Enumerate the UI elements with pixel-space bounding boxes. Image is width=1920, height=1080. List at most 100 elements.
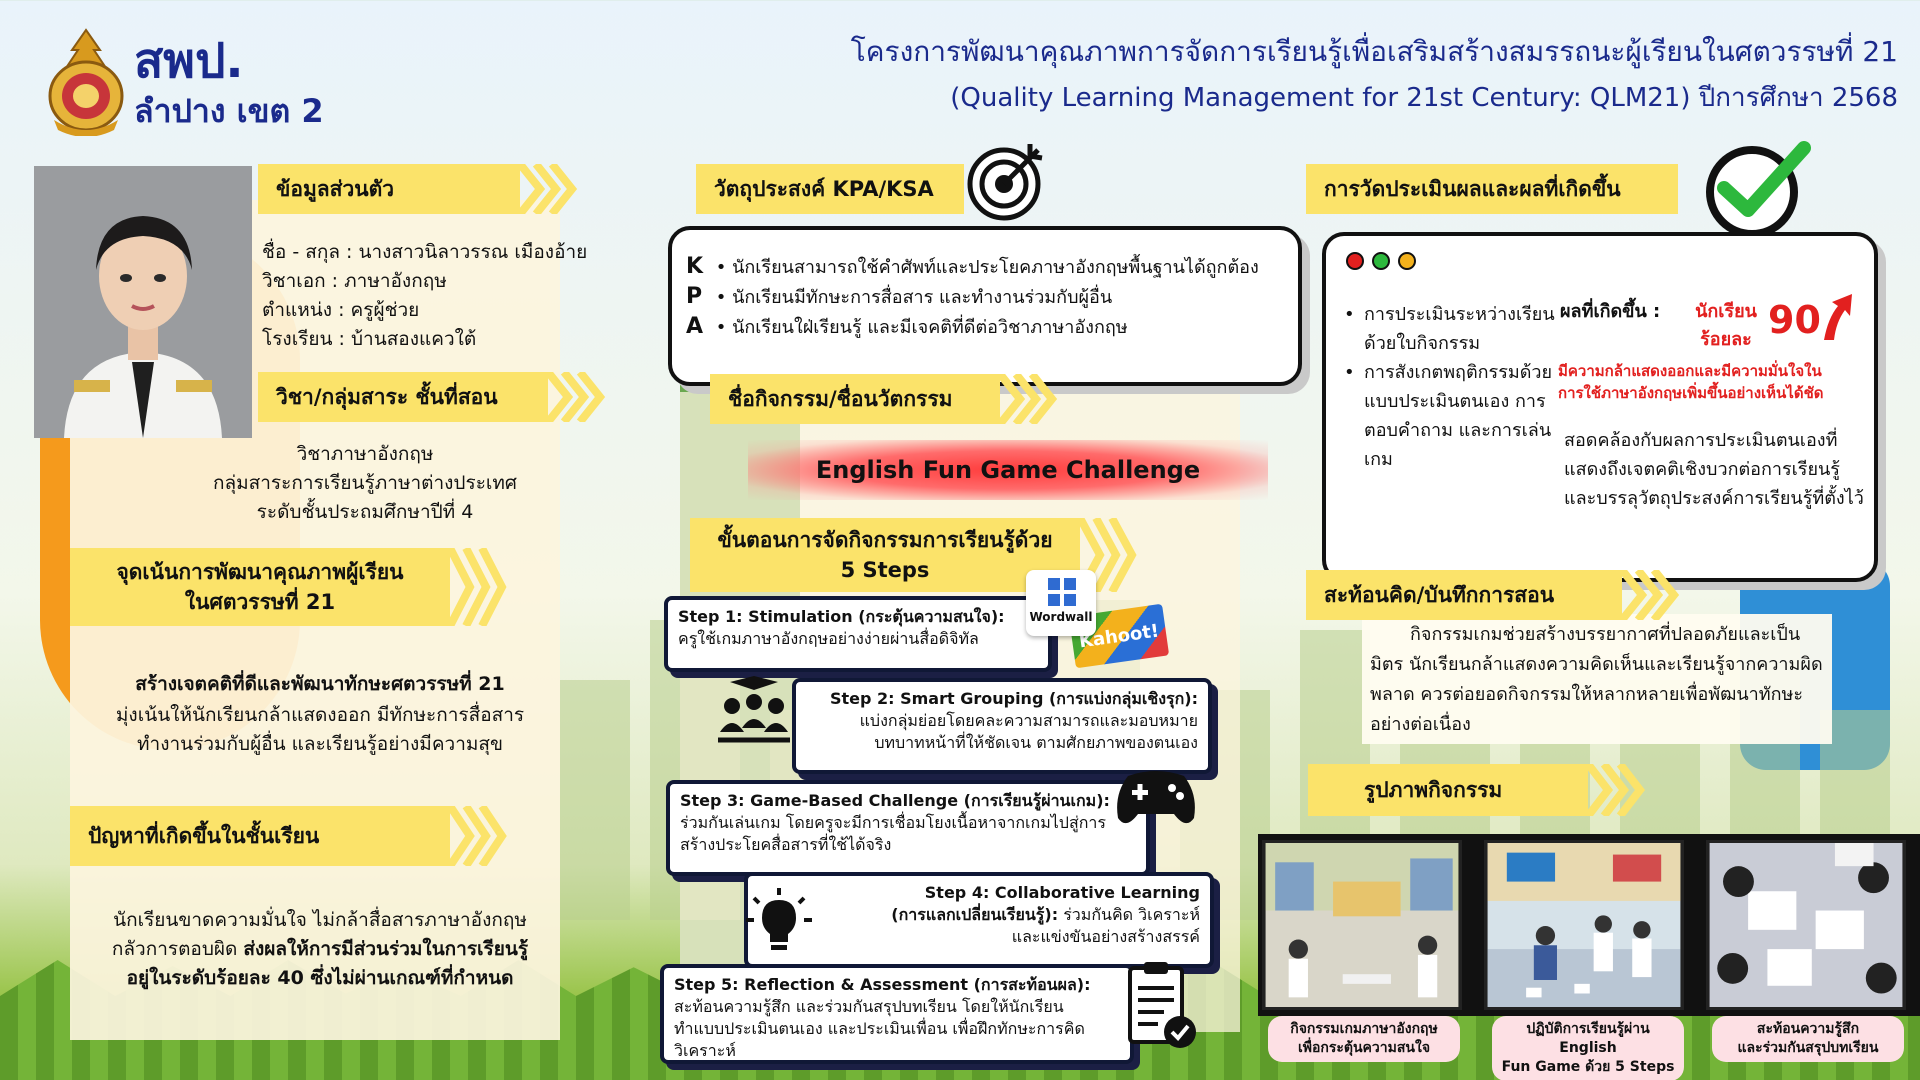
step-5-title: Step 5: Reflection & Assessment (การสะท้…	[674, 975, 1091, 994]
objective-a-letter: A	[686, 314, 704, 339]
photos-heading: รูปภาพกิจกรรม	[1308, 764, 1646, 816]
problem-line3: อยู่ในระดับร้อยละ 40 ซึ่งไม่ผ่านเกณฑ์ที่…	[126, 967, 514, 989]
personal-info-heading-text: ข้อมูลส่วนตัว	[276, 176, 395, 201]
step-3-desc-line2: สร้างประโยคสื่อสารที่ใช้ได้จริง	[680, 835, 892, 854]
objective-p-letter: P	[686, 284, 703, 309]
photo-caption-3-line2: และร่วมกันสรุปบทเรียน	[1737, 1040, 1879, 1056]
chevron-right-icon	[450, 548, 507, 626]
problem-line2-bold: ส่งผลให้การมีส่วนร่วมในการเรียนรู้	[243, 938, 529, 960]
steps-heading-line2: 5 Steps	[840, 558, 930, 582]
evaluation-heading: การวัดประเมินผลและผลที่เกิดขึ้น	[1306, 164, 1678, 214]
problem-line1: นักเรียนขาดความมั่นใจ ไม่กล้าสื่อสารภาษา…	[113, 909, 527, 931]
objective-p-text: นักเรียนมีทักษะการสื่อสาร และทำงานร่วมกั…	[732, 287, 1113, 308]
activity-name-banner: English Fun Game Challenge	[748, 440, 1268, 500]
photo-caption-2-line2: Fun Game ด้วย 5 Steps	[1501, 1059, 1675, 1075]
evaluation-method-1: การประเมินระหว่างเรียนด้วยใบกิจกรรม	[1340, 300, 1560, 358]
teacher-portrait	[34, 166, 252, 438]
photo-caption-3: สะท้อนความรู้สึก และร่วมกันสรุปบทเรียน	[1712, 1016, 1904, 1062]
evaluation-heading-text: การวัดประเมินผลและผลที่เกิดขึ้น	[1324, 176, 1621, 201]
step-2-card: Step 2: Smart Grouping (การแบ่งกลุ่มเชิง…	[792, 678, 1212, 774]
step-1-title: Step 1: Stimulation (กระตุ้นความสนใจ):	[678, 607, 1005, 626]
step-5-desc-line1: สะท้อนความรู้สึก และร่วมกันสรุปบทเรียน โ…	[674, 997, 1064, 1016]
window-dot-yellow-icon	[1398, 252, 1416, 270]
personal-info-heading: ข้อมูลส่วนตัว	[258, 164, 578, 214]
lightbulb-idea-icon	[746, 888, 812, 950]
objectives-heading: วัตถุประสงค์ KPA/KSA	[696, 164, 964, 214]
photo-caption-2-line1: ปฏิบัติการเรียนรู้ผ่าน English	[1526, 1021, 1650, 1056]
arrow-up-icon	[1824, 294, 1852, 340]
step-3-desc-line1: ร่วมกันเล่นเกม โดยครูจะมีการเชื่อมโยงเนื…	[680, 813, 1106, 832]
result-red-line2: การใช้ภาษาอังกฤษเพิ่มขึ้นอย่างเห็นได้ชัด	[1558, 384, 1824, 402]
step-2-title: Step 2: Smart Grouping (การแบ่งกลุ่มเชิง…	[829, 689, 1198, 708]
subject-line1: วิชาภาษาอังกฤษ	[296, 443, 434, 465]
personal-major: วิชาเอก : ภาษาอังกฤษ	[262, 270, 447, 292]
objective-k: K • นักเรียนสามารถใช้คำศัพท์และประโยคภาษ…	[686, 254, 1259, 279]
focus-heading: จุดเน้นการพัฒนาคุณภาพผู้เรียน ในศตวรรษที…	[70, 548, 507, 626]
wordwall-logo-text: Wordwall	[1029, 610, 1093, 624]
steps-heading-line1: ขั้นตอนการจัดกิจกรรมการเรียนรู้ด้วย	[717, 528, 1053, 552]
step-5-desc-line2: ทำแบบประเมินตนเอง และประเมินเพื่อน เพื่อ…	[674, 1019, 1085, 1060]
chevron-right-icon	[1588, 764, 1646, 816]
evaluation-methods: การประเมินระหว่างเรียนด้วยใบกิจกรรม การส…	[1340, 300, 1560, 474]
obec-emblem-icon	[48, 28, 124, 136]
group-learning-icon	[718, 676, 790, 743]
clipboard-assessment-icon	[1128, 962, 1196, 1048]
activity-heading: ชื่อกิจกรรม/ชื่อนวัตกรรม	[710, 374, 1058, 424]
window-dot-green-icon	[1372, 252, 1390, 270]
steps-heading: ขั้นตอนการจัดกิจกรรมการเรียนรู้ด้วย 5 St…	[690, 518, 1137, 592]
step-4-desc-part1: ร่วมกันคิด วิเคราะห์	[1058, 905, 1200, 924]
subject-line3: ระดับชั้นประถมศึกษาปีที่ 4	[256, 501, 474, 523]
focus-line1: มุ่งเน้นให้นักเรียนกล้าแสดงออก มีทักษะกา…	[115, 704, 525, 726]
personal-school: โรงเรียน : บ้านสองแควใต้	[262, 328, 477, 350]
wordwall-grid-icon	[1048, 578, 1076, 606]
subject-heading-text: วิชา/กลุ่มสาระ ชั้นที่สอน	[276, 384, 498, 409]
result-label: ผลที่เกิดขึ้น :	[1560, 301, 1661, 322]
problem-heading: ปัญหาที่เกิดขึ้นในชั้นเรียน	[70, 806, 507, 866]
result-red-text: มีความกล้าแสดงออกและมีความมั่นใจใน การใช…	[1558, 360, 1874, 404]
focus-bold: สร้างเจตคติที่ดีและพัฒนาทักษะศตวรรษที่ 2…	[135, 673, 505, 695]
photo-caption-1: กิจกรรมเกมภาษาอังกฤษ เพื่อกระตุ้นความสนใ…	[1268, 1016, 1460, 1062]
objective-p: P • นักเรียนมีทักษะการสื่อสาร และทำงานร่…	[686, 284, 1113, 309]
problem-line2: กลัวการตอบผิด ส่งผลให้การมีส่วนร่วมในการ…	[80, 935, 560, 964]
step-5-card: Step 5: Reflection & Assessment (การสะท้…	[660, 964, 1134, 1064]
wordwall-logo: Wordwall	[1026, 570, 1096, 636]
personal-position: ตำแหน่ง : ครูผู้ช่วย	[262, 299, 420, 321]
reflection-text: กิจกรรมเกมช่วยสร้างบรรยากาศที่ปลอดภัยและ…	[1370, 624, 1823, 735]
window-dot-red-icon	[1346, 252, 1364, 270]
photo-caption-1-line2: เพื่อกระตุ้นความสนใจ	[1297, 1040, 1431, 1056]
reflection-heading: สะท้อนคิด/บันทึกการสอน	[1306, 570, 1680, 620]
game-controller-icon	[1117, 771, 1195, 824]
target-icon	[967, 144, 1043, 221]
result-red-line1: มีความกล้าแสดงออกและมีความมั่นใจใน	[1558, 362, 1822, 380]
personal-name: ชื่อ - สกุล : นางสาวนิลาวรรณ เมืองอ้าย	[262, 241, 588, 263]
chevron-right-icon	[450, 806, 507, 866]
result-percent-label: ร้อยละ	[1700, 329, 1752, 350]
objective-k-letter: K	[686, 254, 704, 279]
step-3-card: Step 3: Game-Based Challenge (การเรียนรู…	[666, 780, 1150, 876]
logo-org-name: สพป.	[134, 33, 244, 89]
photos-heading-text: รูปภาพกิจกรรม	[1364, 777, 1503, 802]
chevron-right-icon	[1622, 570, 1680, 620]
chevron-right-icon	[520, 164, 578, 214]
objective-a: A • นักเรียนใฝ่เรียนรู้ และมีเจคติที่ดีต…	[686, 314, 1128, 339]
project-title-line2: (Quality Learning Management for 21st Ce…	[950, 83, 1898, 113]
result-value: 90	[1768, 298, 1821, 342]
focus-line2: ทำงานร่วมกับผู้อื่น และเรียนรู้อย่างมีคว…	[137, 733, 503, 755]
step-1-card: Step 1: Stimulation (กระตุ้นความสนใจ): ค…	[664, 596, 1052, 672]
step-2-desc-line2: บทบาทหน้าที่ให้ชัดเจน ตามศักยภาพของตนเอง	[874, 733, 1198, 752]
logo-area-name: ลำปาง เขต 2	[134, 92, 324, 130]
problem-line2-plain: กลัวการตอบผิด	[111, 938, 244, 960]
subject-heading: วิชา/กลุ่มสาระ ชั้นที่สอน	[258, 372, 606, 422]
objectives-heading-text: วัตถุประสงค์ KPA/KSA	[714, 176, 934, 201]
chevron-right-icon	[1000, 374, 1058, 424]
activity-name-text: English Fun Game Challenge	[815, 456, 1201, 484]
objectives-list: K • นักเรียนสามารถใช้คำศัพท์และประโยคภาษ…	[686, 252, 1259, 342]
objective-k-text: นักเรียนสามารถใช้คำศัพท์และประโยคภาษาอัง…	[732, 257, 1259, 278]
activity-photo-2	[1484, 840, 1684, 1010]
step-4-desc-line1: (การแลกเปลี่ยนเรียนรู้): ร่วมกันคิด วิเค…	[758, 904, 1200, 926]
problem-heading-text: ปัญหาที่เกิดขึ้นในชั้นเรียน	[88, 823, 320, 848]
evaluation-method-2: การสังเกตพฤติกรรมด้วยแบบประเมินตนเอง การ…	[1340, 358, 1560, 474]
focus-heading-line2: ในศตวรรษที่ 21	[184, 590, 336, 614]
step-3-title: Step 3: Game-Based Challenge (การเรียนรู…	[680, 791, 1110, 810]
activity-heading-text: ชื่อกิจกรรม/ชื่อนวัตกรรม	[728, 386, 953, 411]
